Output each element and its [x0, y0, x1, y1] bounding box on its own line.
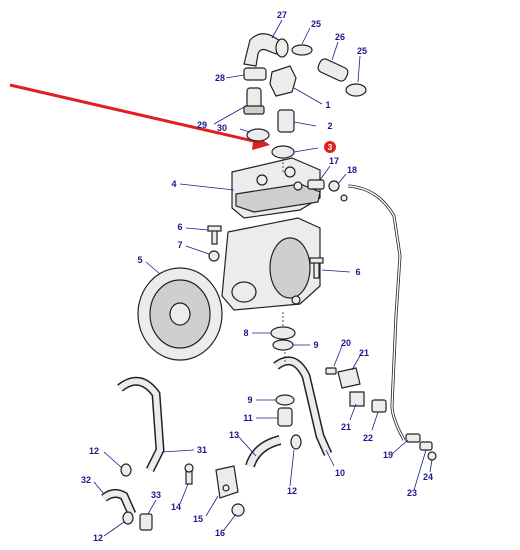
- clamp-12-left: [120, 463, 132, 477]
- hose-13: [245, 435, 282, 468]
- part-label: 21: [359, 348, 369, 358]
- part-label: 25: [311, 19, 321, 29]
- part-label: 30: [217, 123, 227, 133]
- oil-pipe-31: [117, 376, 165, 473]
- part-label: 6: [355, 267, 360, 277]
- part-label: 1: [325, 100, 330, 110]
- nipple-29: [243, 87, 265, 115]
- straight-connector: [317, 58, 349, 82]
- part-label: 24: [423, 472, 433, 482]
- pulley-5: [137, 267, 223, 361]
- part-label: 26: [335, 32, 345, 42]
- part-label: 21: [341, 422, 351, 432]
- part-label: 8: [243, 328, 248, 338]
- hose-clamp-right: [345, 83, 367, 97]
- part-label: 12: [89, 446, 99, 456]
- part-label: 15: [193, 514, 203, 524]
- part-label: 6: [177, 222, 182, 232]
- part-label: 12: [93, 533, 103, 543]
- leader-lines: [93, 19, 433, 537]
- plate-22: [371, 399, 387, 413]
- part-label: 7: [177, 240, 182, 250]
- part-label: 17: [329, 156, 339, 166]
- adapter-2: [277, 109, 295, 133]
- gasket-9-upper: [272, 339, 294, 351]
- part-label: 16: [215, 528, 225, 538]
- nut-7: [208, 250, 220, 262]
- air-pipe-19: [347, 184, 433, 451]
- clip-21-lower: [349, 391, 365, 407]
- part-label: 32: [81, 475, 91, 485]
- fitting-18: [328, 180, 348, 202]
- part-label: 28: [215, 73, 225, 83]
- part-label: 5: [137, 255, 142, 265]
- part-label: 25: [357, 46, 367, 56]
- fitting-24: [427, 451, 437, 461]
- part-label: 9: [313, 340, 318, 350]
- bolt-6-left: [207, 225, 222, 245]
- pointer-arrow: [9, 83, 270, 150]
- gasket-9-lower: [275, 394, 295, 406]
- part-label: 19: [383, 450, 393, 460]
- part-label: 4: [171, 179, 176, 189]
- clamp-12-bottom: [122, 511, 134, 525]
- part-label: 22: [363, 433, 373, 443]
- compressor-crankcase: [221, 217, 321, 311]
- part-label: 10: [335, 468, 345, 478]
- washer-16: [231, 503, 245, 517]
- part-label: 14: [171, 502, 181, 512]
- clip-21: [337, 367, 361, 389]
- seal-ring-3: [271, 145, 295, 159]
- part-label: 27: [277, 10, 287, 20]
- part-label: 20: [341, 338, 351, 348]
- part-label: 9: [247, 395, 252, 405]
- clamp-12-mid: [290, 434, 302, 450]
- part-label: 2: [327, 121, 332, 131]
- part-label: 11: [243, 413, 253, 423]
- part-label: 31: [197, 445, 207, 455]
- banjo-11: [277, 407, 293, 427]
- washer-30: [246, 128, 270, 142]
- bolt-6-right: [309, 257, 324, 279]
- bracket-15: [215, 465, 239, 499]
- highlight-label: 3: [328, 143, 333, 152]
- oil-pipe-10: [273, 356, 333, 456]
- hose-32: [101, 488, 137, 516]
- fitting-17: [307, 179, 325, 190]
- hose-clamp-top: [291, 44, 313, 56]
- part-label: 33: [151, 490, 161, 500]
- bolt-20: [325, 367, 337, 375]
- part-label: 12: [287, 486, 297, 496]
- gasket-8: [270, 326, 296, 340]
- connector-33: [139, 513, 153, 531]
- part-label: 18: [347, 165, 357, 175]
- bolt-14: [184, 463, 194, 485]
- highlight-marker: 3: [324, 141, 336, 153]
- part-label: 13: [229, 430, 239, 440]
- elbow-fitting: [243, 33, 289, 67]
- cap-28: [243, 67, 267, 81]
- part-label: 29: [197, 120, 207, 130]
- union-1: [269, 65, 297, 97]
- compressor-head: [231, 157, 321, 219]
- part-label: 23: [407, 488, 417, 498]
